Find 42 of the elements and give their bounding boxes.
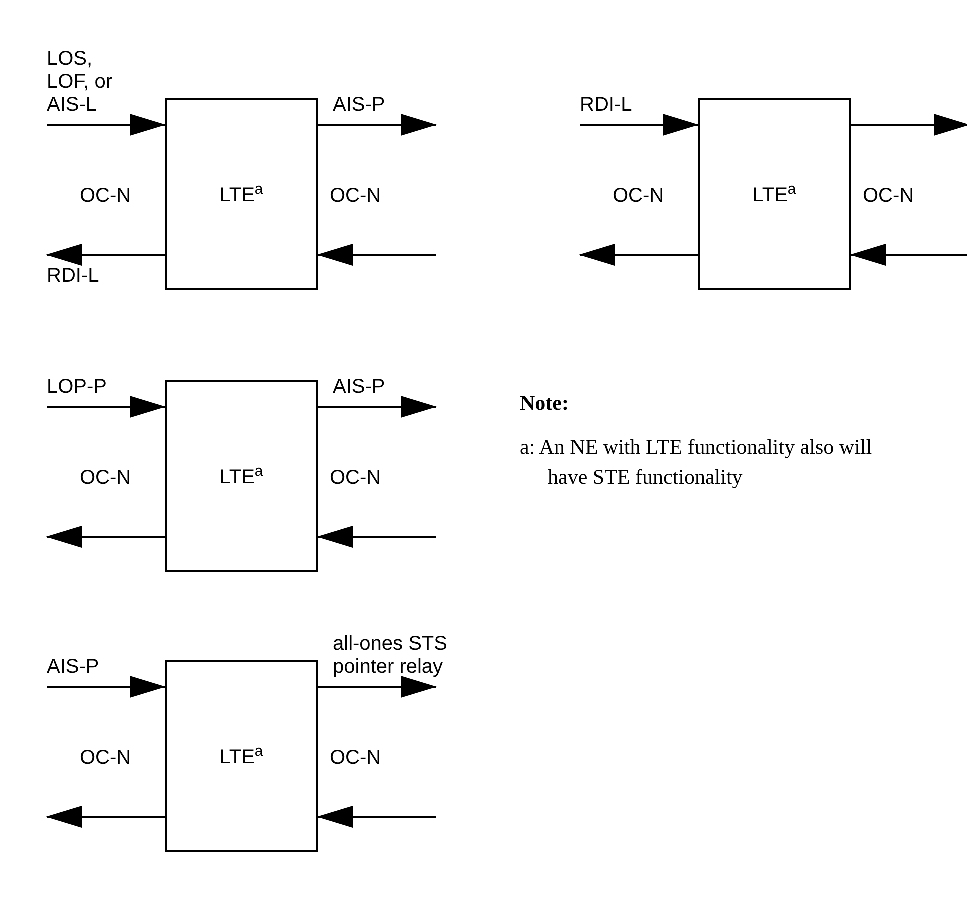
arrow	[851, 114, 967, 136]
box-label: LTE$^{a}$	[220, 180, 264, 208]
edge-label: AIS-P	[333, 94, 386, 117]
arrow	[317, 806, 436, 828]
process-box	[165, 660, 318, 852]
arrow	[850, 244, 967, 266]
box-label: LTE$^{a}$	[220, 462, 264, 490]
edge-label: all-ones STS pointer relay	[333, 633, 448, 679]
signal-label: OC-N	[863, 185, 914, 208]
arrow	[46, 244, 165, 266]
arrow	[579, 244, 698, 266]
edge-label: AIS-P	[47, 656, 100, 679]
footnote: a: An NE with LTE functionality also will have STE functionality	[520, 434, 874, 491]
arrow	[317, 244, 436, 266]
signal-label: OC-N	[330, 747, 382, 770]
arrow	[46, 526, 165, 548]
arrow	[318, 114, 437, 136]
signal-label: OC-N	[80, 185, 132, 208]
signal-label: OC-N	[330, 185, 382, 208]
edge-label: LOP-P	[47, 376, 108, 399]
signal-label: OC-N	[330, 467, 382, 490]
arrow	[47, 114, 166, 136]
edge-label: RDI-L	[580, 94, 632, 117]
process-box	[698, 98, 851, 290]
process-box	[165, 380, 318, 572]
edge-label: LOS, LOF, or AIS-L	[47, 48, 114, 117]
signal-label: OC-N	[80, 467, 132, 490]
arrow	[318, 396, 437, 418]
edge-label: AIS-P	[333, 376, 386, 399]
signal-label: OC-N	[613, 185, 664, 208]
note-heading: Note:	[520, 392, 569, 415]
box-label: LTE$^{a}$	[220, 742, 264, 770]
arrow	[317, 526, 436, 548]
arrow	[47, 396, 166, 418]
box-label: LTE$^{a}$	[752, 180, 796, 208]
process-box	[165, 98, 318, 290]
arrow	[580, 114, 699, 136]
arrow	[46, 806, 165, 828]
arrow	[47, 676, 166, 698]
arrow	[318, 676, 437, 698]
edge-label: RDI-L	[47, 265, 100, 288]
signal-label: OC-N	[80, 747, 132, 770]
